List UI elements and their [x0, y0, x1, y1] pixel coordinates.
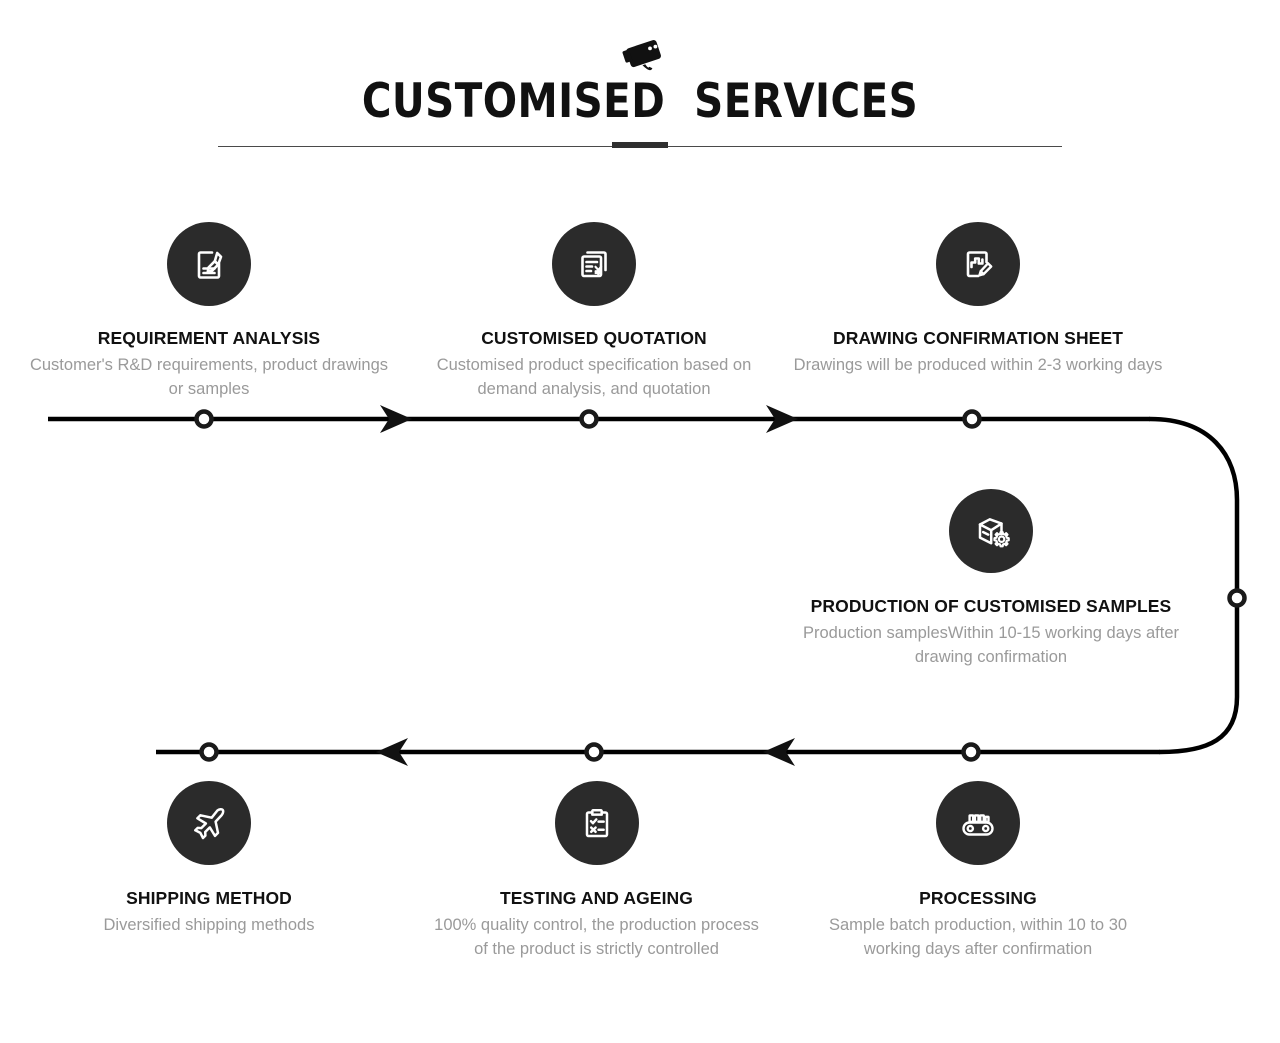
flow-node-2 — [579, 409, 599, 429]
step-icon-badge — [936, 222, 1020, 306]
step-icon-badge — [552, 222, 636, 306]
blueprint-pencil-icon — [966, 251, 993, 278]
step-description: Diversified shipping methods — [103, 916, 315, 935]
box-gear-icon — [978, 518, 1010, 548]
step-description: Customised product specification based o… — [436, 356, 752, 399]
airplane-icon — [194, 807, 225, 840]
step-shipping-method[interactable]: SHIPPING METHOD Diversified shipping met… — [48, 781, 370, 937]
step-description: Sample batch production, within 10 to 30… — [828, 916, 1128, 959]
step-requirement-analysis[interactable]: REQUIREMENT ANALYSIS Customer's R&D requ… — [24, 222, 394, 402]
step-description: Drawings will be produced within 2-3 wor… — [793, 356, 1163, 375]
step-customised-quotation[interactable]: CUSTOMISED QUOTATION Customised product … — [409, 222, 779, 402]
flow-node-1 — [194, 409, 214, 429]
page-title: CUSTOMISED SERVICES — [361, 74, 919, 129]
step-production-of-customised-samples[interactable]: PRODUCTION OF CUSTOMISED SAMPLES Product… — [790, 489, 1192, 670]
step-title: CUSTOMISED QUOTATION — [481, 328, 707, 348]
flow-node-7 — [199, 742, 219, 762]
flow-arrow-left-2 — [763, 738, 795, 766]
flow-node-4 — [1227, 588, 1247, 608]
flow-node-6 — [584, 742, 604, 762]
step-icon-badge — [936, 781, 1020, 865]
title-divider-accent — [612, 142, 668, 148]
cctv-camera-icon — [612, 36, 668, 80]
step-title: SHIPPING METHOD — [126, 888, 292, 908]
step-title: PRODUCTION OF CUSTOMISED SAMPLES — [810, 596, 1172, 616]
step-icon-badge — [167, 222, 251, 306]
step-icon-badge — [949, 489, 1033, 573]
flow-arrow-left-1 — [376, 738, 408, 766]
flow-arrow-right-1 — [380, 405, 412, 433]
step-icon-badge — [167, 781, 251, 865]
step-processing[interactable]: PROCESSING Sample batch production, with… — [818, 781, 1138, 962]
flow-node-3 — [962, 409, 982, 429]
step-description: 100% quality control, the production pro… — [434, 916, 759, 959]
flow-node-5 — [961, 742, 981, 762]
step-description: Customer's R&D requirements, product dra… — [29, 356, 389, 399]
step-title: REQUIREMENT ANALYSIS — [97, 328, 321, 348]
step-drawing-confirmation-sheet[interactable]: DRAWING CONFIRMATION SHEET Drawings will… — [793, 222, 1163, 377]
step-title: DRAWING CONFIRMATION SHEET — [832, 328, 1124, 348]
step-title: PROCESSING — [919, 888, 1037, 908]
clipboard-checklist-icon — [585, 808, 608, 838]
document-edit-icon — [197, 251, 223, 279]
step-icon-badge — [554, 781, 639, 865]
step-title: TESTING AND AGEING — [499, 888, 693, 908]
flow-arrow-right-2 — [766, 405, 798, 433]
step-description: Production samplesWithin 10-15 working d… — [802, 624, 1179, 667]
invoice-yen-icon — [581, 251, 607, 278]
step-testing-and-ageing[interactable]: TESTING AND AGEING 100% quality control,… — [428, 781, 765, 962]
conveyor-belt-icon — [962, 814, 994, 836]
